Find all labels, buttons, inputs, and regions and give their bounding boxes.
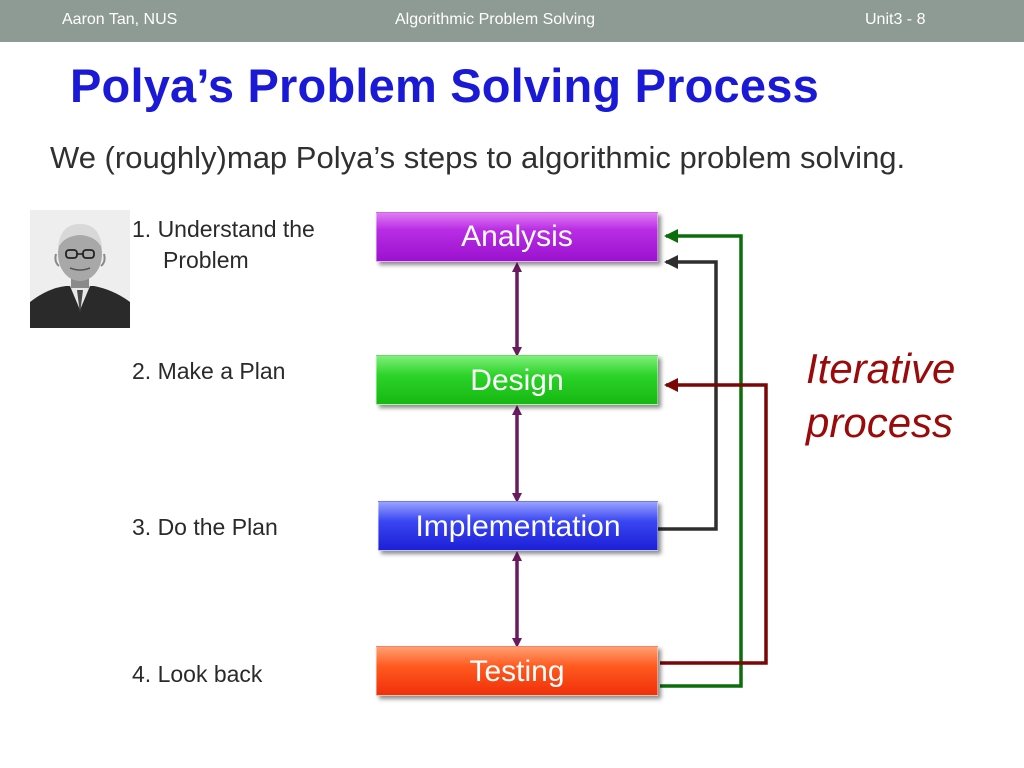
step-1-line2: Problem [163, 247, 249, 273]
iterative-line1: Iterative [806, 345, 956, 392]
portrait-photo [30, 210, 130, 328]
step-make-plan: 2. Make a Plan [132, 358, 286, 384]
step-look-back: 4. Look back [132, 661, 263, 687]
phase-design: Design [376, 355, 658, 405]
step-1-line1: 1. Understand the [132, 216, 315, 242]
loop-implementation-to-analysis [658, 255, 718, 531]
step-do-plan: 3. Do the Plan [132, 514, 278, 540]
header-slide-number: Unit3 - 8 [865, 11, 926, 28]
phase-analysis: Analysis [376, 212, 658, 262]
slide-title: Polya’s Problem Solving Process [70, 59, 819, 112]
header-author: Aaron Tan, NUS [62, 11, 178, 28]
phase-implementation: Implementation [378, 501, 658, 551]
loop-testing-to-analysis [660, 229, 743, 688]
phase-testing: Testing [376, 646, 658, 696]
portrait-icon [30, 210, 130, 328]
iterative-line2: process [806, 399, 954, 446]
iterative-process-note: Iterative process [806, 342, 955, 450]
step-understand: 1. Understand the Problem [132, 214, 362, 276]
header-course: Algorithmic Problem Solving [395, 11, 596, 28]
loop-testing-to-design [660, 378, 768, 665]
slide-header: Aaron Tan, NUS Algorithmic Problem Solvi… [0, 0, 1024, 42]
slide-subtitle: We (roughly)map Polya’s steps to algorit… [50, 140, 906, 175]
